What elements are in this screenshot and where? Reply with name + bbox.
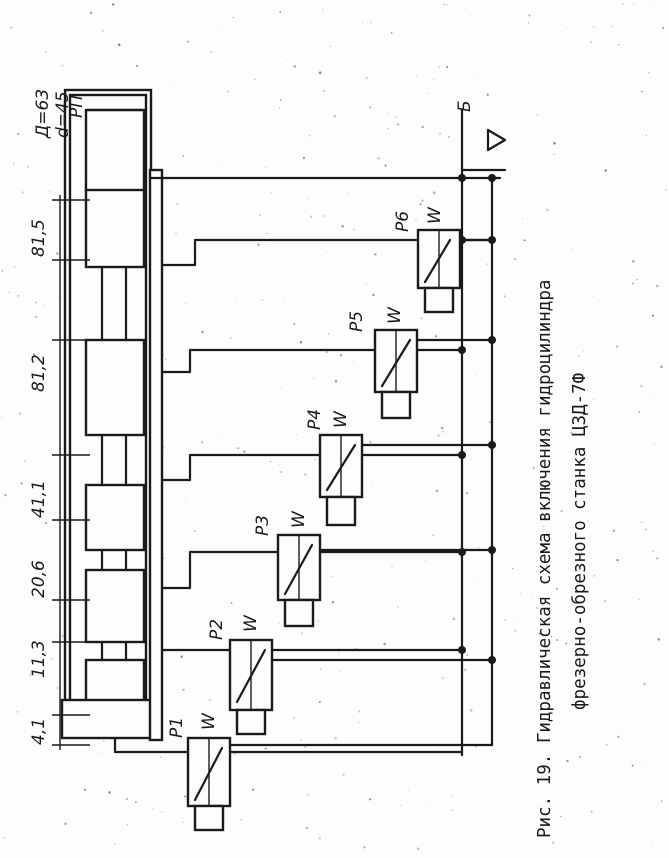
junction-dots bbox=[458, 174, 496, 664]
valve-label-p4: Р4 bbox=[305, 409, 325, 430]
valve-label-p6: Р6 bbox=[393, 211, 413, 232]
spring-label-p3: W bbox=[289, 510, 309, 528]
valve-p6: Р6 W bbox=[393, 206, 462, 314]
valve-label-p1: Р1 bbox=[167, 717, 187, 738]
tank-label: Б bbox=[455, 100, 475, 112]
rod-label: РП bbox=[67, 95, 87, 118]
stroke-dimension-lines bbox=[52, 195, 90, 750]
valve-p2: Р2 W bbox=[207, 614, 274, 736]
valve-label-p2: Р2 bbox=[207, 619, 227, 640]
rod-dim-D: Д=63 bbox=[33, 89, 53, 139]
spring-label-p6: W bbox=[425, 206, 445, 224]
stroke-label-41-1: 41,1 bbox=[29, 480, 49, 518]
multi-stage-cylinder bbox=[60, 88, 164, 742]
rod-dim-d: d=45 bbox=[53, 91, 73, 138]
stroke-label-81-5: 81,5 bbox=[29, 219, 49, 257]
valve-label-p3: Р3 bbox=[253, 515, 273, 536]
spring-label-p1: W bbox=[199, 712, 219, 730]
stroke-label-4-1: 4,1 bbox=[29, 718, 49, 745]
figure-caption-line-1: Рис. 19. Гидравлическая схема включения … bbox=[535, 280, 555, 838]
valve-label-p5: Р5 bbox=[347, 311, 367, 332]
spring-label-p4: W bbox=[331, 410, 351, 428]
valve-p1: Р1 W bbox=[167, 712, 232, 832]
stroke-label-81-2: 81,2 bbox=[29, 354, 49, 392]
pipelines bbox=[113, 108, 507, 757]
valve-p3: Р3 W bbox=[253, 510, 322, 628]
spring-label-p5: W bbox=[385, 306, 405, 324]
stroke-labels: 4,1 11,3 20,6 41,1 81,2 81,5 Д=63 d=45 Р… bbox=[29, 89, 87, 745]
figure-caption-line-2: фрезерно-обрезного станка ЦЗД-7Ф bbox=[570, 373, 590, 710]
valve-p5: Р5 W bbox=[347, 306, 419, 420]
valve-p4: Р4 W bbox=[305, 409, 364, 527]
stroke-label-11-3: 11,3 bbox=[29, 640, 49, 678]
stroke-label-20-6: 20,6 bbox=[29, 560, 49, 598]
spring-label-p2: W bbox=[241, 614, 261, 632]
